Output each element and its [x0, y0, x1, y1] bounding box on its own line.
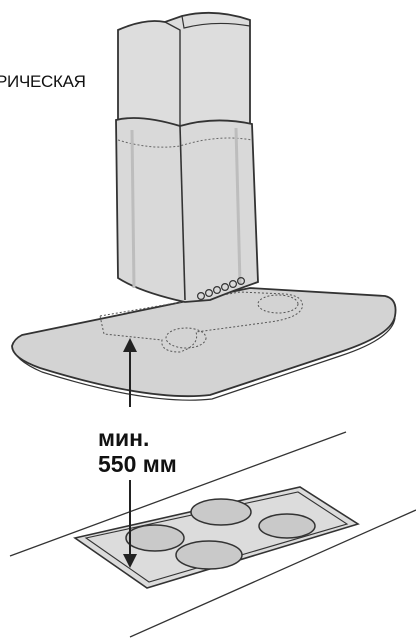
worktop-outline: [9, 431, 416, 638]
hood-chimney: [115, 11, 259, 303]
electric-label-fragment: РИЧЕСКАЯ: [0, 72, 86, 91]
distance-arrow-up: [123, 338, 137, 407]
burner-top-left: [190, 498, 252, 526]
burner-bottom-left: [125, 524, 185, 552]
hood-canopy: [11, 287, 397, 401]
burner-bottom-right: [175, 540, 243, 570]
distance-label-value: 550 мм: [98, 451, 177, 477]
cooktop: [73, 486, 360, 589]
distance-label-min: мин.: [98, 425, 149, 451]
control-buttons: [197, 277, 246, 301]
burner-top-right: [258, 513, 316, 539]
distance-arrow-down: [123, 480, 137, 568]
